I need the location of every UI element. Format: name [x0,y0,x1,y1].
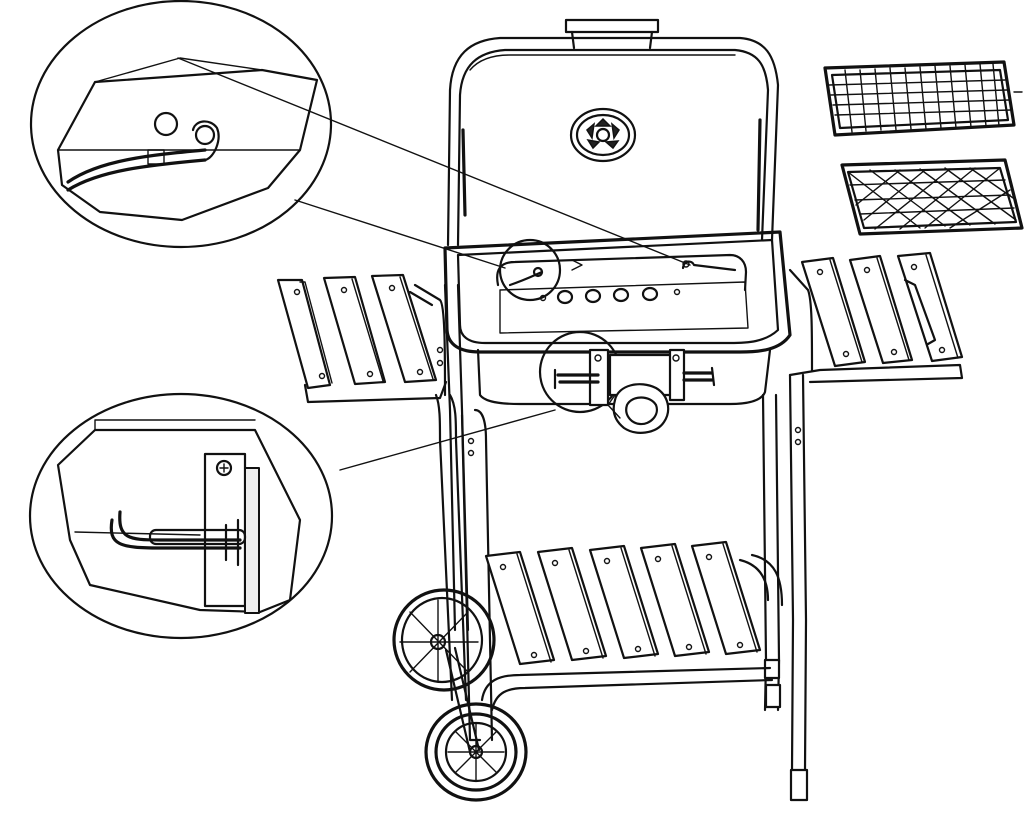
cooking-grate [823,60,1023,137]
lid-handle [564,18,660,50]
detail-circle-top [29,0,691,269]
wheel-axle [444,648,472,754]
legs-frame [434,283,809,802]
vent-damper [569,107,637,163]
lid [446,18,780,247]
charcoal-grate [840,158,1024,236]
left-side-shelf [276,273,448,404]
right-side-shelf [788,251,964,384]
detail-circle-bottom [28,392,556,640]
wheel-axle-2 [453,646,481,752]
adjustment-knob [607,383,670,434]
bowl [443,230,792,406]
front-wheel [424,702,528,802]
rear-wheel [392,588,496,692]
adjustment-bracket [538,330,716,414]
bottom-shelf [484,540,762,666]
